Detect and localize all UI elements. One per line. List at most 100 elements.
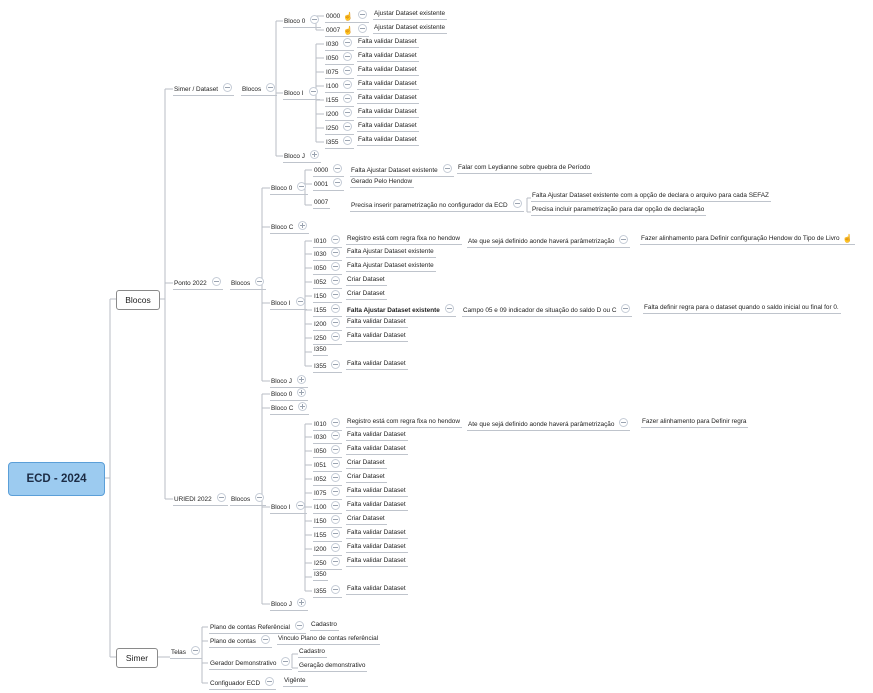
- status-label[interactable]: Falta validar Dataset: [346, 431, 408, 441]
- bloco-0[interactable]: Bloco 0: [270, 182, 309, 195]
- status-label[interactable]: Falta Ajustar Dataset existente: [346, 262, 436, 272]
- collapse-icon[interactable]: [331, 515, 341, 524]
- collapse-icon[interactable]: [331, 557, 341, 566]
- bloco-i[interactable]: Bloco I: [283, 87, 320, 100]
- collapse-icon[interactable]: [343, 52, 353, 61]
- bloco-j[interactable]: Bloco J: [270, 598, 308, 611]
- collapse-icon[interactable]: [331, 235, 341, 244]
- status-label[interactable]: Falta Ajustar Dataset existente: [346, 248, 436, 258]
- reg-code[interactable]: I355: [313, 585, 343, 598]
- collapse-icon[interactable]: [331, 262, 341, 271]
- branch-simer[interactable]: Simer: [116, 648, 158, 668]
- collapse-icon[interactable]: [255, 277, 265, 286]
- status-label[interactable]: Falta Ajustar Dataset existente com a op…: [531, 192, 771, 202]
- collapse-icon[interactable]: [310, 15, 320, 24]
- tela-plano-referencial[interactable]: Plano de contas Referêncial: [209, 621, 306, 634]
- tela-child[interactable]: Cadastro: [298, 648, 327, 658]
- collapse-icon[interactable]: [308, 87, 318, 96]
- reg-0007[interactable]: 0007: [313, 199, 331, 209]
- bloco-c[interactable]: Bloco C: [270, 221, 310, 234]
- reg-code[interactable]: I250: [313, 332, 343, 345]
- status-label[interactable]: Falta validar Dataset: [346, 360, 408, 370]
- collapse-icon[interactable]: [331, 276, 341, 285]
- collapse-icon[interactable]: [331, 318, 341, 327]
- status-label[interactable]: Falar com Leydianne sobre quebra de Perí…: [457, 164, 593, 174]
- reg-code[interactable]: I250: [313, 557, 343, 570]
- tela-configurador-ecd[interactable]: Configuador ECD: [209, 677, 277, 690]
- group-blocos-label[interactable]: Blocos: [230, 277, 267, 290]
- collapse-icon[interactable]: [331, 360, 341, 369]
- tela-gerador-demonstrativo[interactable]: Gerador Demonstrativo: [209, 657, 293, 670]
- status-label[interactable]: Ate que sejá definido aonde haverá parâm…: [467, 418, 631, 431]
- reg-0000[interactable]: 0000☝: [325, 10, 370, 23]
- collapse-icon[interactable]: [343, 94, 353, 103]
- collapse-icon[interactable]: [343, 38, 353, 47]
- collapse-icon[interactable]: [295, 297, 305, 306]
- group-ponto-2022[interactable]: Ponto 2022: [173, 277, 223, 290]
- status-label[interactable]: Criar Dataset: [346, 276, 387, 286]
- collapse-icon[interactable]: [343, 80, 353, 89]
- collapse-icon[interactable]: [255, 493, 265, 502]
- collapse-icon[interactable]: [343, 66, 353, 75]
- collapse-icon[interactable]: [331, 248, 341, 257]
- status-label[interactable]: Falta validar Dataset: [346, 487, 408, 497]
- reg-code[interactable]: I030: [313, 248, 343, 261]
- collapse-icon[interactable]: [343, 108, 353, 117]
- collapse-icon[interactable]: [343, 122, 353, 131]
- status-label[interactable]: Criar Dataset: [346, 515, 387, 525]
- status-label[interactable]: Criar Dataset: [346, 473, 387, 483]
- collapse-icon[interactable]: [331, 529, 341, 538]
- reg-0007[interactable]: 0007☝: [325, 24, 370, 37]
- reg-code[interactable]: I050: [325, 52, 355, 65]
- reg-code[interactable]: I155: [313, 529, 343, 542]
- status-label[interactable]: Falta validar Dataset: [346, 501, 408, 511]
- status-label[interactable]: Falta validar Dataset: [357, 108, 419, 118]
- group-blocos-label[interactable]: Blocos: [241, 83, 278, 96]
- reg-0001[interactable]: 0001: [313, 178, 345, 191]
- group-uriedi-2022[interactable]: URIEDI 2022: [173, 493, 228, 506]
- collapse-icon[interactable]: [331, 431, 341, 440]
- collapse-icon[interactable]: [223, 83, 233, 92]
- reg-0000[interactable]: 0000: [313, 164, 345, 177]
- collapse-icon[interactable]: [619, 235, 629, 244]
- collapse-icon[interactable]: [331, 543, 341, 552]
- bloco-0[interactable]: Bloco 0: [283, 15, 322, 28]
- status-label[interactable]: Falta validar Dataset: [357, 52, 419, 62]
- status-label[interactable]: Precisa incluir parametrização para dar …: [531, 206, 707, 216]
- collapse-icon[interactable]: [331, 304, 341, 313]
- branch-blocos[interactable]: Blocos: [116, 290, 160, 310]
- collapse-icon[interactable]: [216, 493, 226, 502]
- status-label[interactable]: Ajustar Dataset existente: [373, 24, 448, 34]
- collapse-icon[interactable]: [343, 136, 353, 145]
- status-label[interactable]: Falta Ajustar Dataset existente: [346, 304, 456, 317]
- group-telas[interactable]: Telas: [170, 646, 202, 659]
- collapse-icon[interactable]: [265, 677, 275, 686]
- status-label[interactable]: Falta validar Dataset: [357, 66, 419, 76]
- tela-child[interactable]: Vigênte: [283, 677, 308, 687]
- root-topic[interactable]: ECD - 2024: [8, 462, 105, 496]
- expand-icon[interactable]: [309, 150, 319, 159]
- status-label[interactable]: Falta validar Dataset: [357, 136, 419, 146]
- collapse-icon[interactable]: [260, 635, 270, 644]
- reg-code[interactable]: I050: [313, 262, 343, 275]
- collapse-icon[interactable]: [331, 585, 341, 594]
- collapse-icon[interactable]: [331, 459, 341, 468]
- reg-code[interactable]: I200: [313, 543, 343, 556]
- status-label[interactable]: Falta validar Dataset: [346, 332, 408, 342]
- reg-code[interactable]: I250: [325, 122, 355, 135]
- reg-code[interactable]: I150: [313, 515, 343, 528]
- collapse-icon[interactable]: [295, 501, 305, 510]
- bloco-c[interactable]: Bloco C: [270, 402, 310, 415]
- collapse-icon[interactable]: [331, 445, 341, 454]
- status-label[interactable]: Fazer alinhamento para Definir configura…: [640, 235, 855, 245]
- bloco-i[interactable]: Bloco I: [270, 297, 307, 310]
- reg-code[interactable]: I200: [325, 108, 355, 121]
- collapse-icon[interactable]: [281, 657, 291, 666]
- collapse-icon[interactable]: [294, 621, 304, 630]
- reg-code[interactable]: I030: [313, 431, 343, 444]
- status-label[interactable]: Falta validar Dataset: [357, 94, 419, 104]
- status-label[interactable]: Falta validar Dataset: [357, 80, 419, 90]
- collapse-icon[interactable]: [331, 290, 341, 299]
- collapse-icon[interactable]: [444, 304, 454, 313]
- collapse-icon[interactable]: [331, 332, 341, 341]
